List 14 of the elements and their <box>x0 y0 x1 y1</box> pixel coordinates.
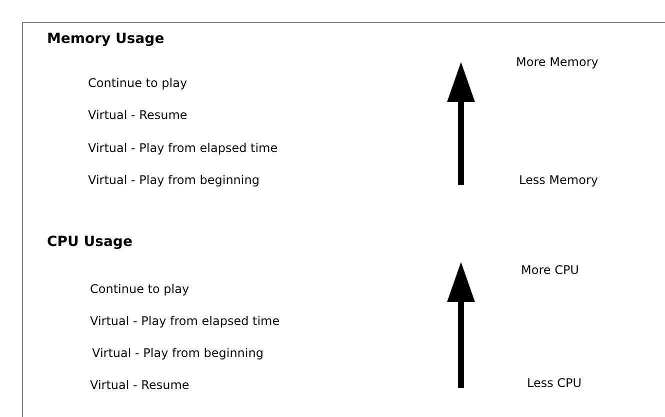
scale-label: Virtual - Resume <box>90 379 190 391</box>
scale-label: Virtual - Play from beginning <box>88 174 260 186</box>
scale-label: Less Memory <box>519 174 598 186</box>
scale-label: Virtual - Resume <box>88 109 188 121</box>
scale-label: Continue to play <box>90 283 190 295</box>
scale-label: Virtual - Play from beginning <box>92 347 264 359</box>
scale-label: More CPU <box>521 264 579 276</box>
scale-label: Virtual - Play from elapsed time <box>88 142 278 154</box>
section-heading: CPU Usage <box>47 235 132 249</box>
scale-label: Less CPU <box>527 377 582 389</box>
scale-label: Virtual - Play from elapsed time <box>90 315 280 327</box>
section-heading: Memory Usage <box>47 32 164 46</box>
scale-label: More Memory <box>516 56 598 68</box>
scale-label: Continue to play <box>88 77 188 89</box>
